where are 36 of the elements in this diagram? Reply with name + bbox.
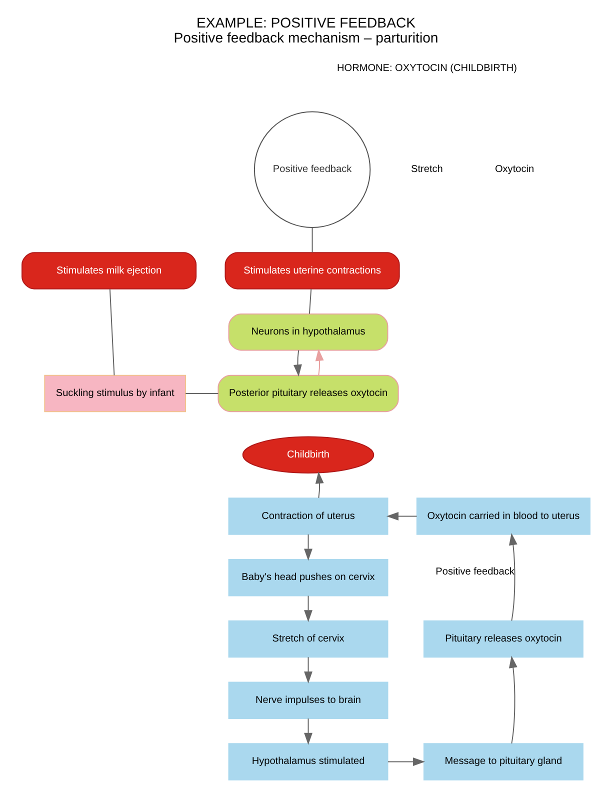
- node-box: Baby's head pushes on cervix: [228, 559, 388, 596]
- node-box: Stimulates uterine contractions: [224, 252, 400, 290]
- label: HORMONE: OXYTOCIN (CHILDBIRTH): [337, 63, 517, 74]
- node-box: Pituitary releases oxytocin: [423, 620, 584, 658]
- node-box: Message to pituitary gland: [423, 743, 584, 780]
- caption: Positive feedback mechanism – parturition: [174, 30, 438, 46]
- node-box: Contraction of uterus: [228, 498, 388, 535]
- node-box: Neurons in hypothalamus: [228, 314, 388, 351]
- arrow: [304, 718, 312, 745]
- node-box: Oxytocin carried in blood to uterus: [416, 498, 590, 535]
- arrow: [508, 656, 518, 744]
- arrow: [304, 534, 312, 561]
- node-box: Stretch of cervix: [228, 620, 388, 658]
- label: Stretch: [411, 164, 443, 176]
- connector: [109, 289, 115, 376]
- arrow: [315, 348, 324, 376]
- node-box: Posterior pituitary releases oxytocin: [218, 374, 399, 412]
- arrow: [386, 512, 417, 520]
- node-box: Hypothalamus stimulated: [228, 743, 388, 780]
- arrow: [304, 596, 312, 622]
- arrow: [508, 533, 518, 621]
- connector: [308, 288, 312, 314]
- label: Oxytocin: [494, 164, 534, 176]
- connector: [312, 228, 313, 252]
- node-box: Suckling stimulus by infant: [44, 374, 186, 412]
- arrow: [388, 758, 426, 766]
- diagram-title: EXAMPLE: POSITIVE FEEDBACK: [196, 14, 416, 30]
- node-box: Stimulates milk ejection: [22, 252, 197, 290]
- arrow: [315, 472, 324, 498]
- edge-label: Positive feedback: [436, 566, 514, 578]
- node-box: Nerve impulses to brain: [228, 682, 388, 719]
- arrow: [293, 350, 302, 377]
- arrow: [304, 657, 312, 684]
- connector: [186, 392, 218, 394]
- node-circle: Positive feedback: [254, 111, 371, 228]
- node-ellipse: Childbirth: [242, 436, 374, 474]
